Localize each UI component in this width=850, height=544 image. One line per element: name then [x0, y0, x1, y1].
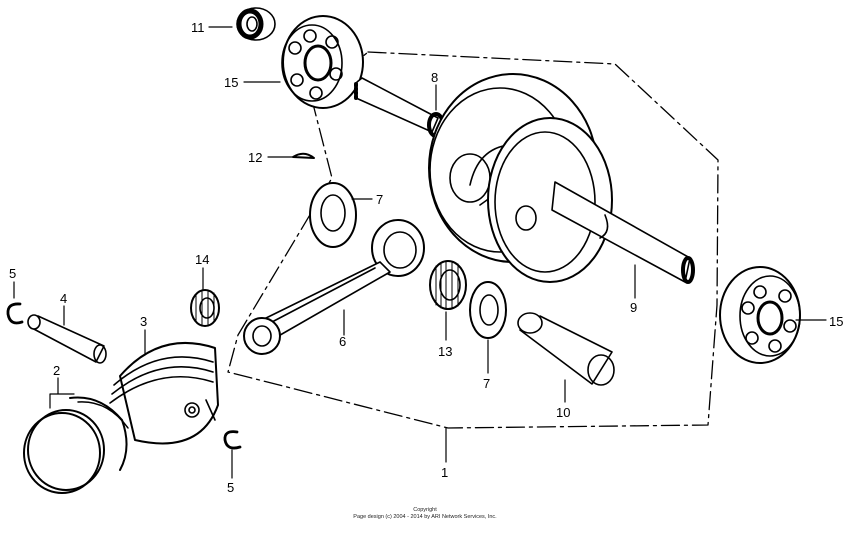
thrust-washer-upper	[309, 182, 357, 248]
needle-bearing-large-end	[429, 260, 467, 310]
label-part-15-upper: 15	[224, 75, 238, 90]
piston-pin	[27, 314, 107, 364]
copyright-line-2: Page design (c) 2004 - 2014 by ARI Netwo…	[353, 514, 497, 520]
label-part-8: 8	[431, 70, 438, 85]
connecting-rod	[243, 219, 425, 355]
label-part-7-upper: 7	[376, 192, 383, 207]
thrust-washer-lower	[469, 281, 507, 339]
label-part-1: 1	[441, 465, 448, 480]
needle-bearing-small-end	[190, 289, 220, 327]
label-part-7-lower: 7	[483, 376, 490, 391]
woodruff-key	[292, 152, 315, 159]
oil-seal	[236, 7, 276, 41]
label-part-14: 14	[195, 252, 209, 267]
copyright-line-1: Copyright	[413, 507, 437, 513]
assembly-boundary	[227, 51, 719, 429]
label-part-5-left: 5	[9, 266, 16, 281]
label-part-5-lower: 5	[227, 480, 234, 495]
label-part-3: 3	[140, 314, 147, 329]
label-part-2: 2	[53, 363, 60, 378]
piston	[109, 341, 219, 445]
piston-rings	[23, 396, 129, 494]
label-part-12: 12	[248, 150, 262, 165]
label-part-9: 9	[630, 300, 637, 315]
label-part-13: 13	[438, 344, 452, 359]
label-part-10: 10	[556, 405, 570, 420]
circlip-lower	[223, 430, 242, 450]
label-part-11: 11	[191, 20, 205, 35]
crank-pin	[517, 312, 615, 386]
circlip-left	[6, 302, 24, 325]
crankshaft	[354, 73, 695, 284]
label-part-6: 6	[339, 334, 346, 349]
label-part-15-lower: 15	[829, 314, 843, 329]
label-part-4: 4	[60, 291, 67, 306]
ball-bearing-lower	[719, 266, 801, 364]
leader-2	[49, 377, 75, 409]
ball-bearing-upper	[281, 15, 364, 109]
